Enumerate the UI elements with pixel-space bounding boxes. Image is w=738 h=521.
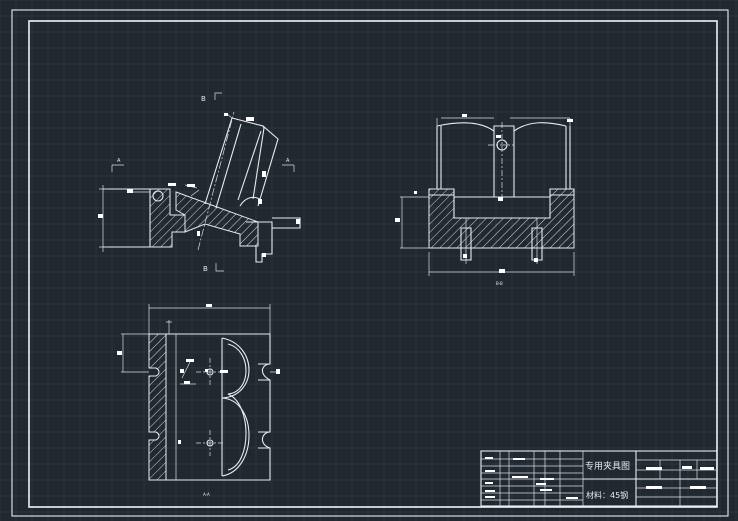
caption-front-section: B-B bbox=[496, 281, 503, 286]
title-block[interactable]: 专用夹具图 材料：45钢 bbox=[480, 450, 718, 507]
section-label-a-right: A bbox=[286, 158, 290, 164]
outer-frame bbox=[11, 9, 729, 517]
front-section-view[interactable]: B-B bbox=[395, 114, 575, 286]
top-section-view[interactable]: A-A bbox=[117, 304, 280, 497]
title-block-material: 材料：45钢 bbox=[586, 490, 628, 500]
caption-top-section: A-A bbox=[203, 492, 210, 497]
section-label-b-bottom: B bbox=[203, 265, 208, 273]
angled-section-view[interactable]: B B A A bbox=[98, 92, 301, 273]
title-block-title: 专用夹具图 bbox=[585, 460, 630, 472]
inner-frame bbox=[28, 20, 718, 508]
section-label-b-top: B bbox=[201, 95, 206, 103]
section-label-a-left: A bbox=[117, 158, 121, 164]
